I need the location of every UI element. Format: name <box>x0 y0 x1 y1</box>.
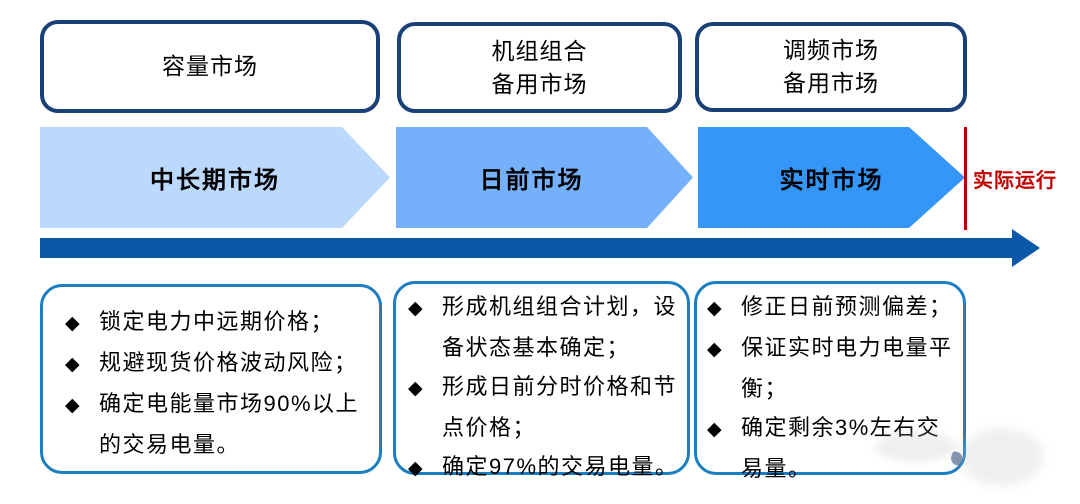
chevron-shape-icon <box>698 127 965 228</box>
diamond-bullet-icon: ◆ <box>408 458 423 479</box>
actual-operation-label: 实际运行 <box>973 170 1057 192</box>
bullet-item: ◆ 形成机组组合计划，设备状态基本确定； <box>408 287 681 367</box>
real-time-details-box: ◆ 修正日前预测偏差； ◆ 保证实时电力电量平衡； ◆ 确定剩余3%左右交易量。 <box>694 281 966 481</box>
real-time-stage-arrow: 实时市场 <box>698 127 965 228</box>
frequency-regulation-label-line1: 调频市场 <box>783 37 879 63</box>
bullet-text: 确定电能量市场90%以上的交易电量。 <box>99 391 360 457</box>
bullet-text: 规避现货价格波动风险； <box>99 350 358 375</box>
watermark-artifact <box>875 432 957 462</box>
diamond-bullet-icon: ◆ <box>65 395 80 416</box>
bullet-item: ◆ 保证实时电力电量平衡； <box>707 328 959 408</box>
day-ahead-bullet-list: ◆ 形成机组组合计划，设备状态基本确定； ◆ 形成日前分时价格和节点价格； ◆ 确定9… <box>408 287 681 488</box>
bullet-item: ◆ 确定97%的交易电量。 <box>408 447 681 488</box>
diamond-bullet-icon: ◆ <box>65 313 80 334</box>
day-ahead-stage-label: 日前市场 <box>479 167 584 194</box>
mid-long-term-bullet-list: ◆ 锁定电力中远期价格； ◆ 规避现货价格波动风险； ◆ 确定电能量市场90%以上的交… <box>65 302 367 464</box>
bullet-item: ◆ 确定电能量市场90%以上的交易电量。 <box>65 384 367 464</box>
diamond-bullet-icon: ◆ <box>408 298 423 319</box>
frequency-regulation-label-line2: 备用市场 <box>783 70 879 96</box>
bullet-item: ◆ 锁定电力中远期价格； <box>65 302 367 343</box>
mid-long-term-stage-label: 中长期市场 <box>150 167 280 194</box>
timeline-arrow-icon <box>40 229 1040 267</box>
unit-commitment-label-line1: 机组组合 <box>491 37 588 64</box>
bullet-item: ◆ 修正日前预测偏差； <box>707 287 959 328</box>
capacity-market-label: 容量市场 <box>162 53 258 79</box>
real-time-stage-label: 实时市场 <box>779 167 884 194</box>
bullet-text: 确定剩余3%左右交易量。 <box>741 415 941 481</box>
bullet-text: 形成机组组合计划，设备状态基本确定； <box>442 294 678 360</box>
actual-operation-divider <box>964 127 967 230</box>
bullet-text: 修正日前预测偏差； <box>741 294 953 319</box>
diamond-bullet-icon: ◆ <box>707 298 722 319</box>
bullet-text: 确定97%的交易电量。 <box>442 454 679 479</box>
bullet-item: ◆ 形成日前分时价格和节点价格； <box>408 367 681 447</box>
bullet-text: 保证实时电力电量平衡； <box>741 335 953 401</box>
chevron-shape-icon <box>396 127 693 228</box>
unit-commitment-label-line2: 备用市场 <box>491 70 588 97</box>
bullet-text: 锁定电力中远期价格； <box>99 309 335 334</box>
capacity-market-box: 容量市场 <box>40 20 380 113</box>
mid-long-term-stage-arrow: 中长期市场 <box>40 127 390 228</box>
bullet-item: ◆ 确定剩余3%左右交易量。 <box>707 408 959 488</box>
frequency-regulation-reserve-box: 调频市场 备用市场 <box>695 22 967 112</box>
mid-long-term-details-box: ◆ 锁定电力中远期价格； ◆ 规避现货价格波动风险； ◆ 确定电能量市场90%以上的交… <box>40 284 382 474</box>
diamond-bullet-icon: ◆ <box>408 378 423 399</box>
bullet-item: ◆ 规避现货价格波动风险； <box>65 343 367 384</box>
day-ahead-stage-arrow: 日前市场 <box>396 127 693 228</box>
watermark-artifact <box>960 428 1044 486</box>
bullet-text: 形成日前分时价格和节点价格； <box>442 374 678 440</box>
unit-commitment-reserve-box: 机组组合 备用市场 <box>397 22 682 113</box>
diamond-bullet-icon: ◆ <box>707 339 722 360</box>
real-time-bullet-list: ◆ 修正日前预测偏差； ◆ 保证实时电力电量平衡； ◆ 确定剩余3%左右交易量。 <box>707 287 959 488</box>
chevron-shape-icon <box>40 127 390 228</box>
diamond-bullet-icon: ◆ <box>707 419 722 440</box>
day-ahead-details-box: ◆ 形成机组组合计划，设备状态基本确定； ◆ 形成日前分时价格和节点价格； ◆ 确定9… <box>393 281 690 479</box>
diamond-bullet-icon: ◆ <box>65 354 80 375</box>
